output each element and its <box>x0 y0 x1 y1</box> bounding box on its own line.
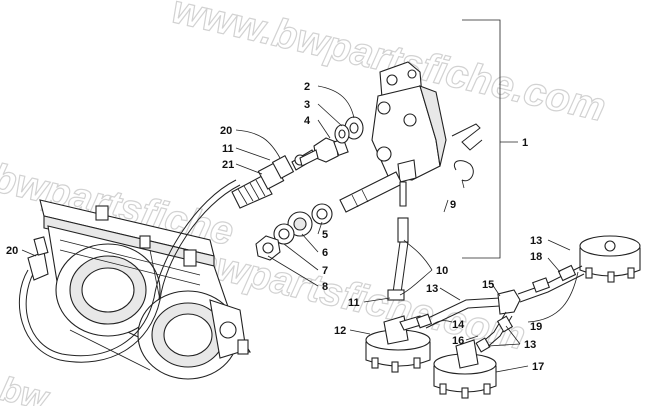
injector-right <box>579 235 641 283</box>
callout-6: 6 <box>322 247 328 259</box>
callout-7: 7 <box>322 265 328 277</box>
callouts: 1 2 3 4 5 6 7 8 9 10 11 11 12 13 13 13 1… <box>6 81 544 373</box>
callout-9: 9 <box>450 199 456 211</box>
callout-13-b: 13 <box>426 283 438 295</box>
callout-13-c: 13 <box>524 339 536 351</box>
callout-10: 10 <box>436 265 448 277</box>
callout-20-cable: 20 <box>220 125 232 137</box>
callout-13-a: 13 <box>530 235 542 247</box>
callout-11-pump: 11 <box>348 297 360 309</box>
callout-15: 15 <box>482 279 494 291</box>
watermark-bottom: bw <box>0 370 54 406</box>
oil-hose-vertical <box>387 217 409 301</box>
callout-20-left: 20 <box>6 245 18 257</box>
callout-12: 12 <box>334 325 346 337</box>
callout-18: 18 <box>530 251 542 263</box>
callout-4: 4 <box>304 115 311 127</box>
oil-pump <box>339 61 447 213</box>
callout-19: 19 <box>530 321 542 333</box>
callout-1: 1 <box>522 137 528 149</box>
injector-12 <box>365 315 431 373</box>
leader-lines <box>21 85 579 373</box>
spring-clip <box>451 123 483 189</box>
bracket-1 <box>462 19 518 259</box>
callout-21: 21 <box>222 159 234 171</box>
callout-16: 16 <box>452 335 464 347</box>
oil-lines <box>415 264 585 353</box>
carburetor-assembly <box>39 199 252 380</box>
drain-hose-left <box>18 179 241 363</box>
callout-3: 3 <box>304 99 310 111</box>
washers-top <box>334 116 364 144</box>
callout-5: 5 <box>322 229 328 241</box>
injector-17 <box>433 339 497 399</box>
callout-17: 17 <box>532 361 544 373</box>
watermark: www.bwpartsfiche.com bwpartsfiche bwpart… <box>0 0 610 406</box>
callout-11-cable: 11 <box>222 143 234 155</box>
callout-14: 14 <box>452 319 465 331</box>
callout-8: 8 <box>322 281 328 293</box>
callout-2: 2 <box>304 81 310 93</box>
washers-bottom <box>255 203 333 261</box>
